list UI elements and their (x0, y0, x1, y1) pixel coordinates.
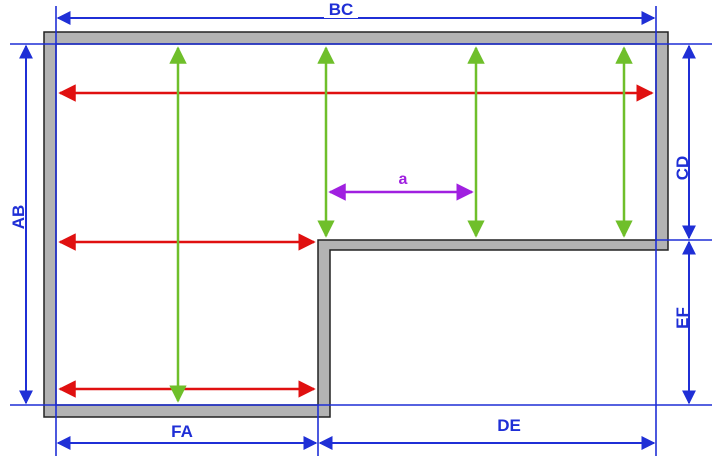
label-ab: AB (9, 205, 28, 230)
label-cd: CD (673, 156, 692, 181)
extension-lines (10, 6, 712, 456)
label-a: a (399, 171, 408, 188)
fa-label-bg (165, 420, 199, 438)
label-ef: EF (673, 307, 692, 329)
red-measurements (58, 84, 654, 398)
label-bc: BC (329, 0, 354, 19)
green-measurements (169, 46, 633, 403)
dimension-arrows (19, 11, 696, 450)
bc-label-bg (324, 0, 358, 18)
label-fa: FA (171, 422, 193, 441)
room-wall (43, 31, 669, 418)
label-de: DE (497, 416, 521, 435)
de-label-bg (492, 415, 526, 433)
